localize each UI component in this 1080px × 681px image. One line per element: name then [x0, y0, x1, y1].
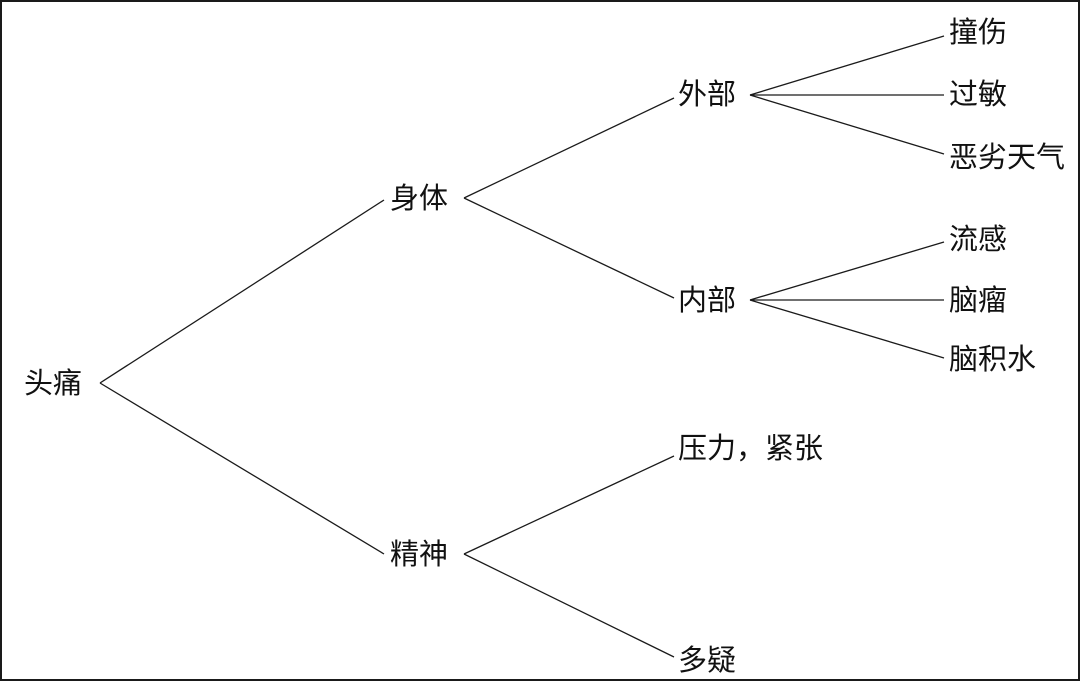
node-mind: 精神: [390, 537, 449, 571]
node-injury: 撞伤: [949, 15, 1008, 49]
node-allergy: 过敏: [949, 77, 1008, 111]
node-flu: 流感: [949, 222, 1008, 256]
edge-internal-hydro: [749, 299, 945, 359]
node-body: 身体: [390, 181, 449, 215]
edge-body-external: [463, 97, 675, 199]
node-stress: 压力，紧张: [678, 431, 824, 465]
edge-internal-flu: [749, 241, 945, 301]
edge-external-injury: [749, 35, 945, 96]
node-brain-tumor: 脑瘤: [949, 283, 1008, 317]
node-bad-weather: 恶劣天气: [949, 140, 1066, 174]
edge-body-internal: [463, 197, 675, 299]
edge-mind-stress: [463, 455, 675, 555]
edge-root-body: [99, 199, 385, 384]
node-root: 头痛: [24, 366, 83, 400]
node-internal: 内部: [678, 283, 737, 317]
node-suspicion: 多疑: [678, 643, 737, 677]
edge-root-mind: [99, 382, 385, 555]
edge-mind-suspicion: [463, 553, 675, 658]
node-external: 外部: [678, 77, 737, 111]
node-hydrocephalus: 脑积水: [949, 342, 1037, 376]
edge-external-weather: [749, 94, 945, 155]
